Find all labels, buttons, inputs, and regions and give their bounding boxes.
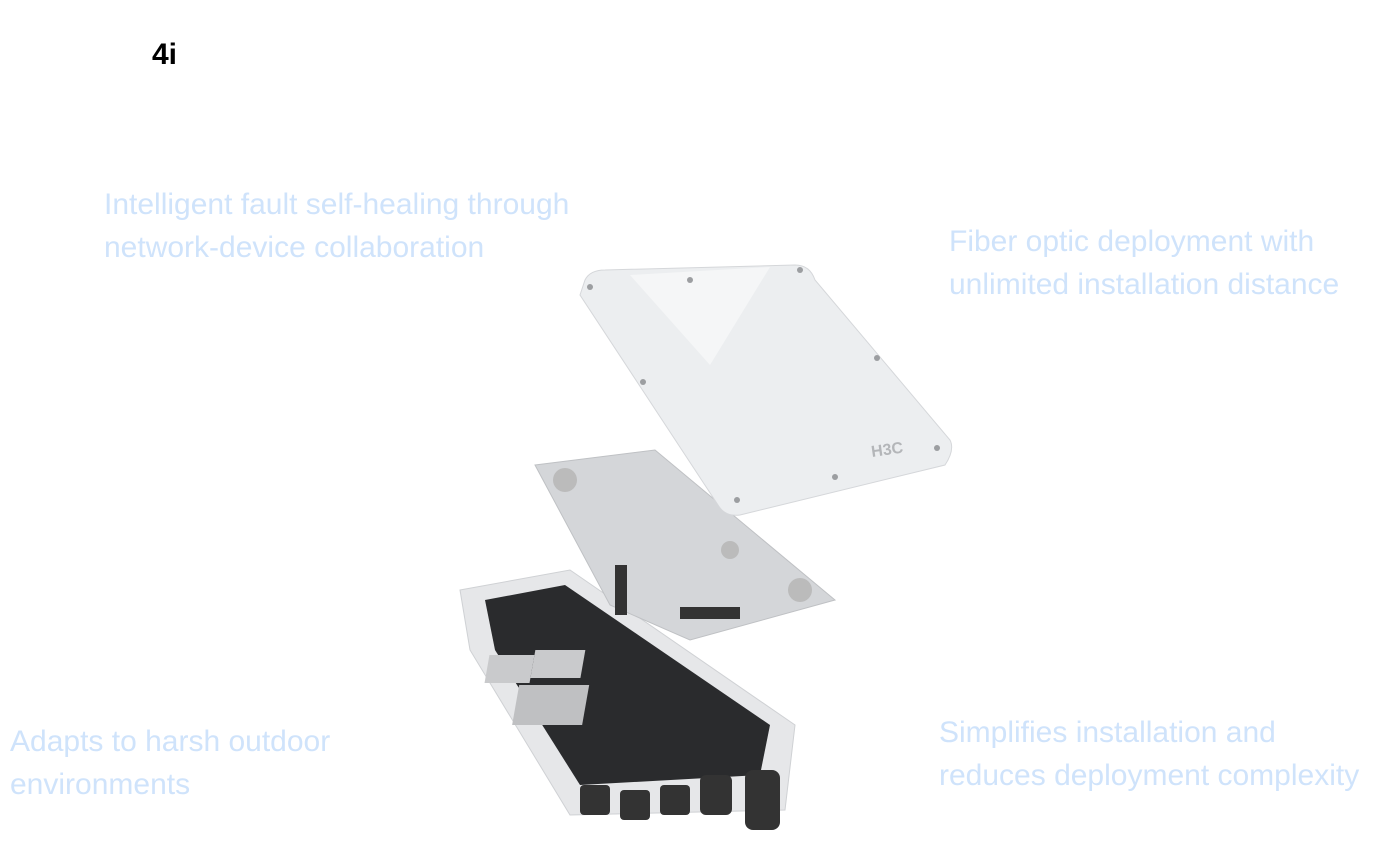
brand-logo: H3C [870,440,905,461]
feature-line: Fiber optic deployment with [949,225,1315,258]
feature-installation: Simplifies installation and reduces depl… [939,711,1359,797]
feature-line: unlimited installation distance [949,268,1340,301]
feature-line: Intelligent fault self-healing through [104,188,570,221]
enclosure-base [459,569,796,830]
antenna-plate [534,449,837,641]
feature-fiber-optic: Fiber optic deployment with unlimited in… [949,220,1339,306]
exploded-device-illustration: H3C [459,264,953,830]
top-cover: H3C [579,264,953,516]
feature-line: reduces deployment complexity [939,759,1360,792]
feature-self-healing: Intelligent fault self-healing through n… [104,183,569,269]
model-badge: 4i [152,38,178,71]
feature-line: Simplifies installation and [939,716,1276,749]
feature-line: Adapts to harsh outdoor [10,725,331,758]
feature-outdoor: Adapts to harsh outdoor environments [10,720,330,806]
feature-line: environments [10,768,191,801]
feature-line: network-device collaboration [104,231,485,264]
